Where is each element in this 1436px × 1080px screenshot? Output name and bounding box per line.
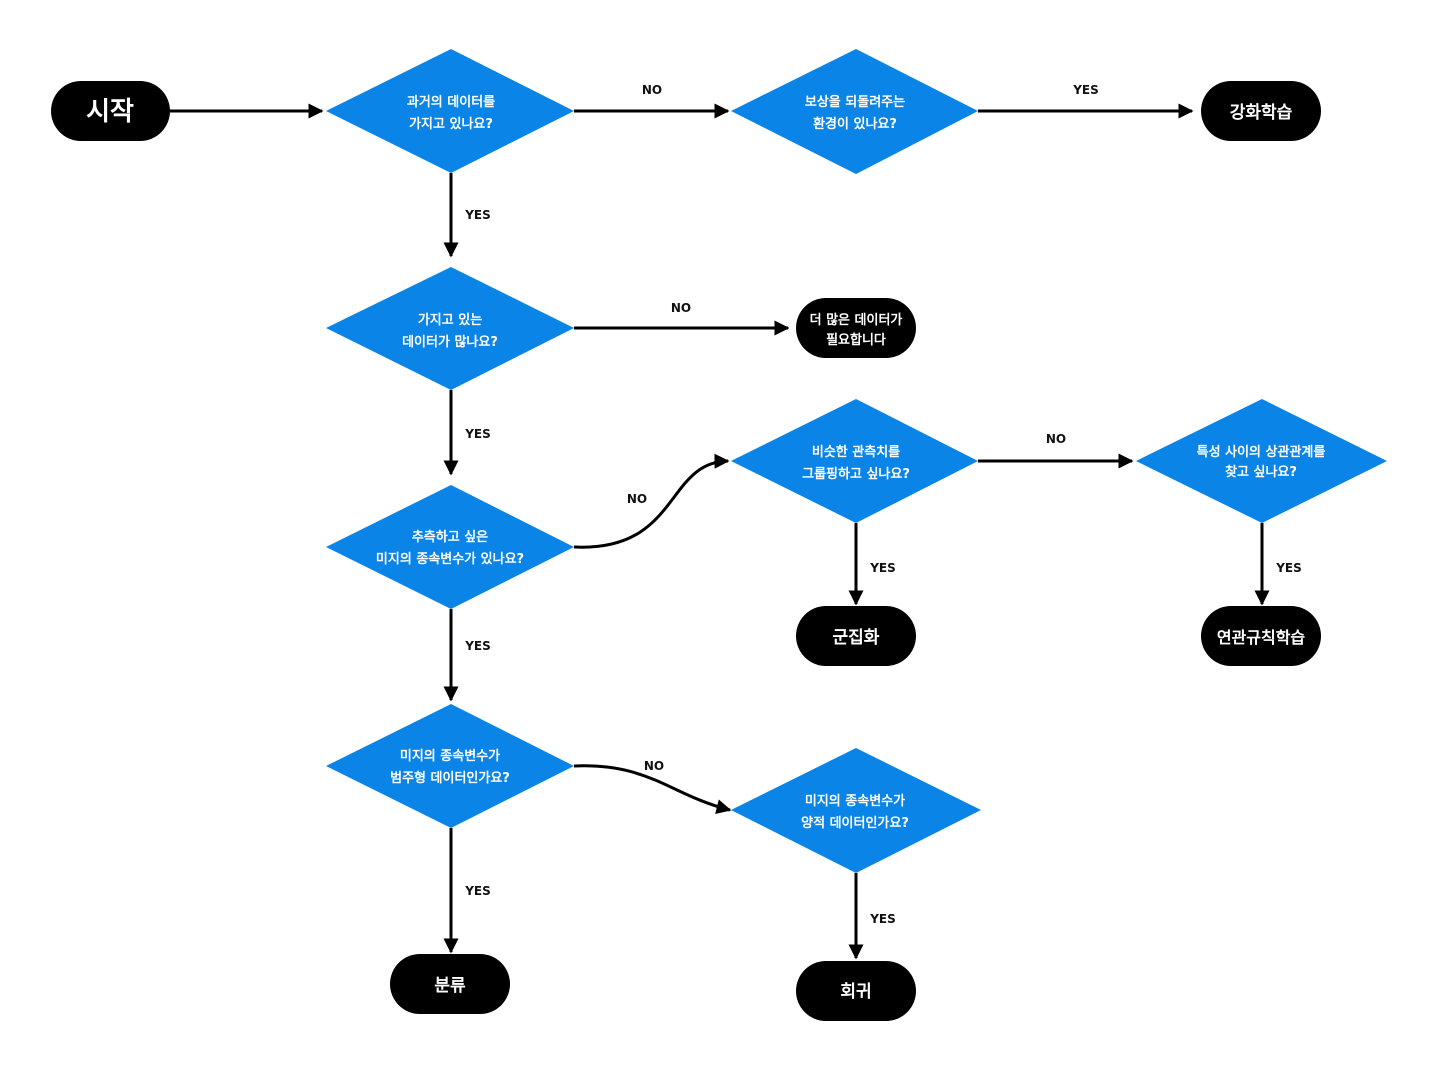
terminal-clustering-label: 군집화 — [833, 628, 880, 648]
decision-categorical-line1: 미지의 종속변수가 — [400, 748, 500, 764]
edge-label-quantitative-yes: YES — [869, 912, 896, 926]
terminal-clustering: 군집화 — [796, 606, 916, 666]
decision-quantitative-line1: 미지의 종속변수가 — [805, 793, 905, 809]
terminal-regression: 회귀 — [796, 961, 916, 1021]
terminal-regression-label: 회귀 — [840, 982, 871, 1002]
terminal-association: 연관규칙학습 — [1201, 606, 1321, 666]
decision-past-data: 과거의 데이터를 가지고 있나요? — [326, 49, 574, 173]
decision-categorical: 미지의 종속변수가 범주형 데이터인가요? — [326, 704, 574, 828]
terminal-classification: 분류 — [390, 954, 510, 1014]
terminal-reinforcement-label: 강화학습 — [1230, 103, 1293, 123]
edge-label-categorical-no: NO — [644, 759, 664, 773]
decision-past-data-line2: 가지고 있나요? — [409, 116, 493, 132]
decision-predict-unknown-line1: 추측하고 싶은 — [412, 529, 488, 545]
decision-find-correlation: 특성 사이의 상관관계를 찾고 싶나요? — [1136, 399, 1387, 523]
decision-group-similar-line2: 그룹핑하고 싶나요? — [802, 466, 910, 482]
terminal-association-label: 연관규칙학습 — [1217, 628, 1306, 647]
edge-label-corr-yes: YES — [1275, 561, 1302, 575]
terminal-need-more-data-line1: 더 많은 데이터가 — [810, 312, 903, 328]
edge-label-past-yes: YES — [464, 208, 491, 222]
decision-reward-env-line1: 보상을 되돌려주는 — [805, 94, 905, 110]
terminal-classification-label: 분류 — [434, 976, 466, 996]
edge-label-much-no: NO — [671, 301, 691, 315]
edge-categorical-no — [573, 764, 732, 814]
edge-labels: NO YES YES NO YES NO NO YES YES YES NO Y… — [464, 83, 1302, 926]
decision-much-data: 가지고 있는 데이터가 많나요? — [326, 267, 574, 390]
decision-reward-env: 보상을 되돌려주는 환경이 있나요? — [731, 49, 978, 174]
decision-group-similar: 비슷한 관측치를 그룹핑하고 싶나요? — [731, 399, 978, 523]
terminal-need-more-data-line2: 필요합니다 — [826, 332, 886, 348]
edge-label-much-yes: YES — [464, 427, 491, 441]
terminal-need-more-data: 더 많은 데이터가 필요합니다 — [796, 298, 916, 358]
terminal-start-label: 시작 — [86, 97, 134, 127]
edge-label-past-no: NO — [642, 83, 662, 97]
edge-label-categorical-yes: YES — [464, 884, 491, 898]
decision-much-data-line1: 가지고 있는 — [418, 313, 482, 328]
edge-label-group-yes: YES — [869, 561, 896, 575]
decision-reward-env-line2: 환경이 있나요? — [813, 116, 897, 132]
edge-predict-no — [573, 453, 730, 549]
decision-find-correlation-line1: 특성 사이의 상관관계를 — [1197, 444, 1326, 460]
decision-much-data-line2: 데이터가 많나요? — [402, 334, 498, 350]
decision-group-similar-line1: 비슷한 관측치를 — [812, 444, 900, 460]
decision-predict-unknown: 추측하고 싶은 미지의 종속변수가 있나요? — [326, 485, 574, 609]
decision-quantitative: 미지의 종속변수가 양적 데이터인가요? — [731, 748, 981, 873]
edge-label-reward-yes: YES — [1072, 83, 1099, 97]
decision-past-data-line1: 과거의 데이터를 — [407, 94, 495, 110]
decision-categorical-line2: 범주형 데이터인가요? — [390, 770, 510, 786]
decision-predict-unknown-line2: 미지의 종속변수가 있나요? — [376, 551, 524, 567]
edge-label-predict-yes: YES — [464, 639, 491, 653]
edges — [170, 103, 1270, 960]
terminal-start: 시작 — [51, 81, 170, 141]
decision-find-correlation-line2: 찾고 싶나요? — [1225, 464, 1297, 480]
decision-quantitative-line2: 양적 데이터인가요? — [801, 815, 909, 831]
terminal-reinforcement: 강화학습 — [1201, 81, 1321, 141]
edge-label-group-no: NO — [1046, 432, 1066, 446]
edge-label-predict-no: NO — [627, 492, 647, 506]
